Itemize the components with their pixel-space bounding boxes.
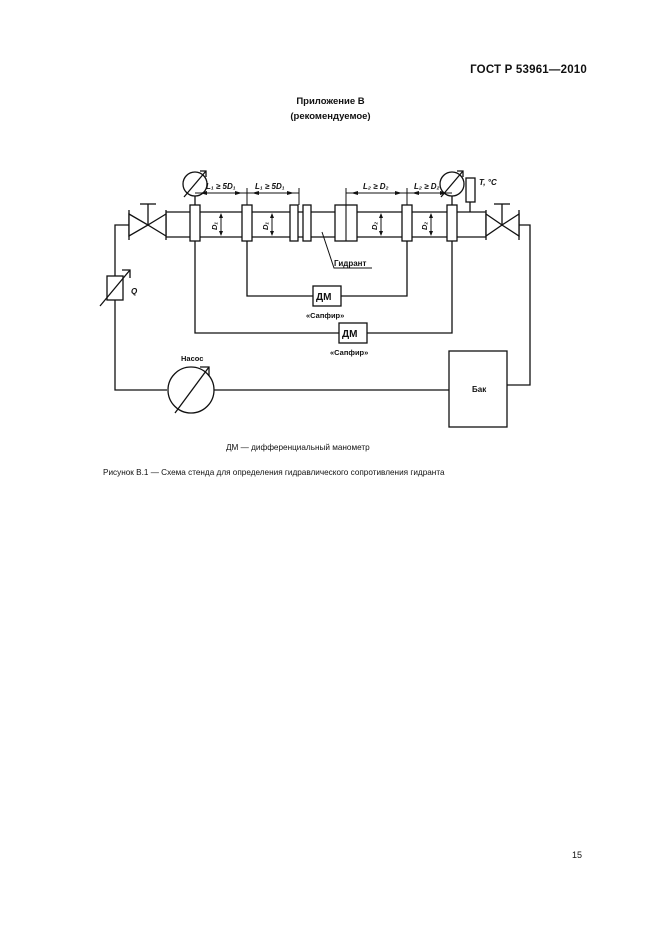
flange-2 xyxy=(241,204,253,242)
hydrant-leader xyxy=(321,231,372,269)
figure-caption: Рисунок В.1 — Схема стенда для определен… xyxy=(103,468,445,477)
tank-return-pipe xyxy=(507,224,531,386)
length-label-1: L₁ ≥ 5D₁ xyxy=(206,182,236,191)
standard-number: ГОСТ Р 53961—2010 xyxy=(470,64,587,76)
appendix-subtitle: (рекомендуемое) xyxy=(290,111,371,122)
length-label-4: L₂ ≥ D₂ xyxy=(414,182,440,191)
hydrant-flange-right xyxy=(302,204,312,242)
thermometer xyxy=(465,177,476,212)
left-valve xyxy=(128,203,167,240)
temperature-label: T, °C xyxy=(479,178,497,187)
appendix-title: Приложение В xyxy=(296,96,365,107)
page-number: 15 xyxy=(572,850,583,860)
sapfir-bottom-label: «Сапфир» xyxy=(330,348,368,357)
diameter-label-1: D₁ xyxy=(210,222,219,230)
dm-bottom-lines xyxy=(194,241,453,334)
flange-1 xyxy=(189,204,201,242)
return-pipe xyxy=(114,224,167,391)
flange-4 xyxy=(446,204,458,242)
dm-top-label: ДМ xyxy=(316,292,331,303)
dm-top-box xyxy=(312,285,342,307)
pump-label: Насос xyxy=(181,354,203,363)
pressure-gauge-left xyxy=(182,170,208,205)
flow-label: Q xyxy=(131,287,138,296)
pump xyxy=(167,366,215,414)
flow-meter xyxy=(99,269,131,307)
length-label-2: L₁ ≥ 5D₁ xyxy=(255,182,285,191)
appendix-heading: Приложение В (рекомендуемое) xyxy=(0,94,661,124)
legend-note: ДМ — дифференциальный манометр xyxy=(226,443,370,452)
diameter-label-3: D₂ xyxy=(370,222,379,230)
diameter-label-2: D₁ xyxy=(261,222,270,230)
flange-3 xyxy=(401,204,413,242)
hydrant-flange-left xyxy=(289,204,299,242)
tank xyxy=(448,350,508,428)
tank-label: Бак xyxy=(472,385,487,394)
pressure-gauge-right xyxy=(439,170,465,205)
dm-bottom-box xyxy=(338,322,368,344)
diameter-label-4: D₂ xyxy=(420,222,429,230)
length-label-3: L₂ ≥ D₂ xyxy=(363,182,389,191)
hydrant-label: Гидрант xyxy=(334,259,367,268)
dm-top-lines xyxy=(246,241,408,297)
sapfir-top-label: «Сапфир» xyxy=(306,311,344,320)
right-valve xyxy=(485,203,520,240)
dm-bottom-label: ДМ xyxy=(342,329,357,340)
